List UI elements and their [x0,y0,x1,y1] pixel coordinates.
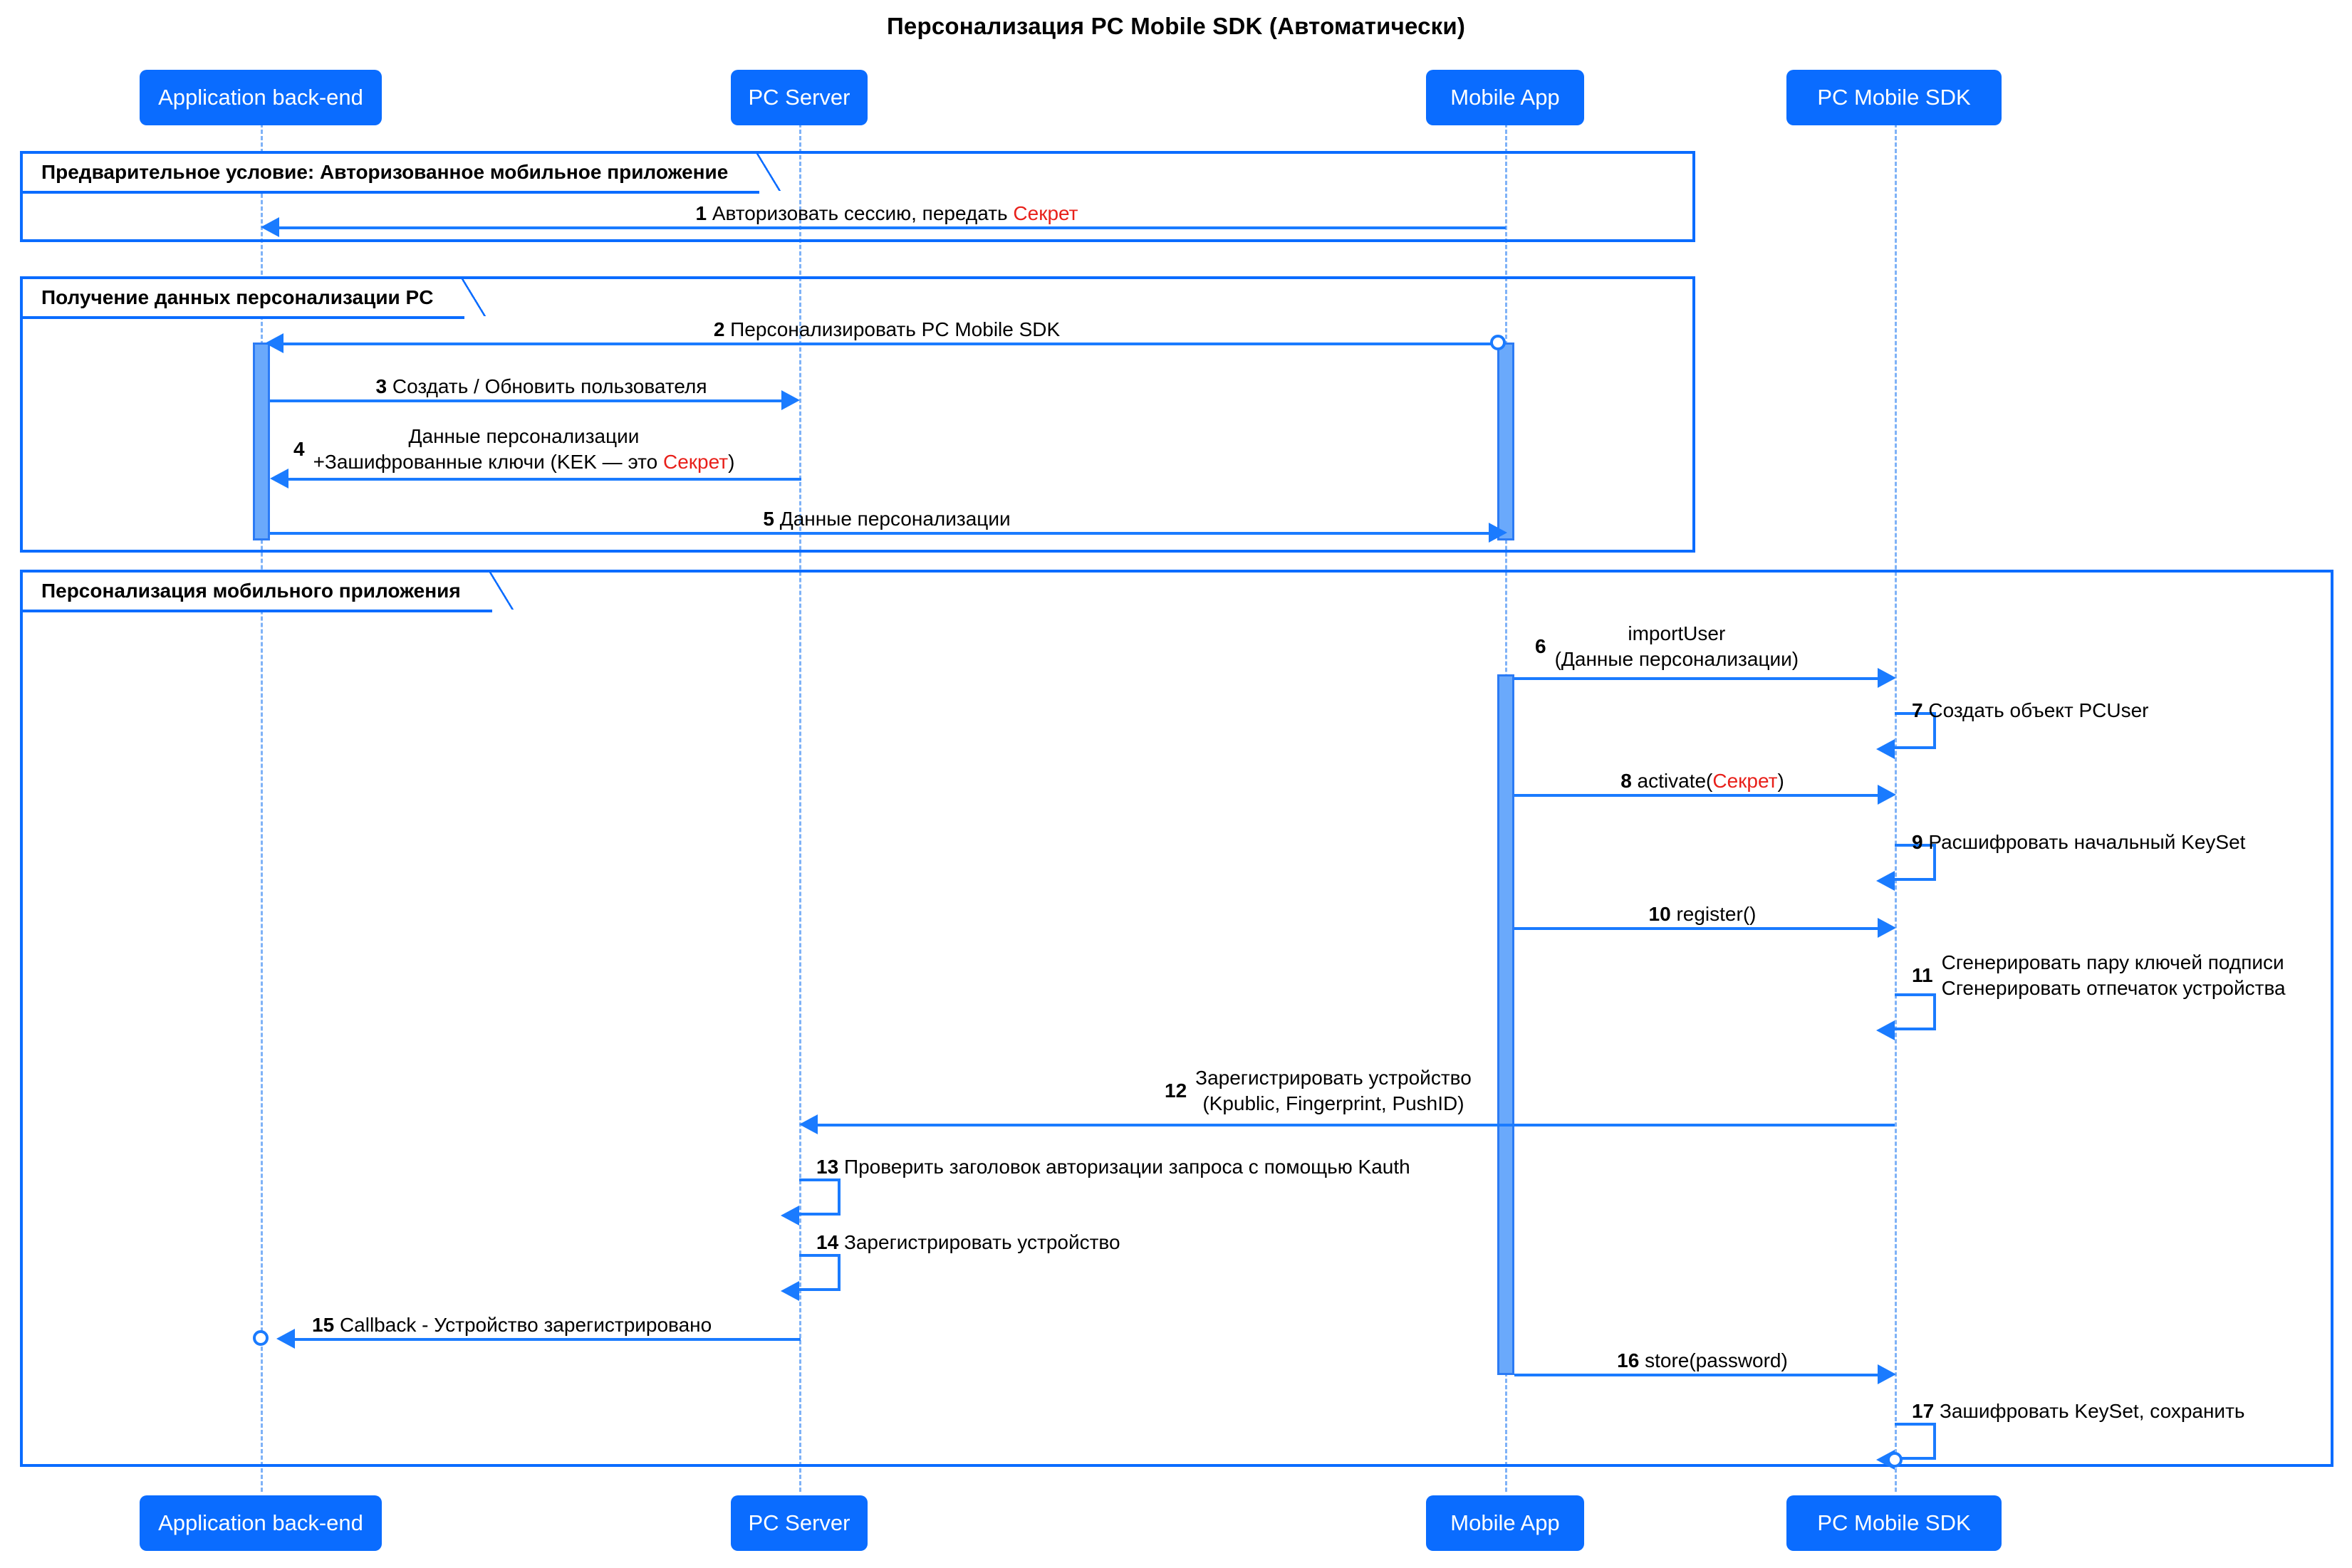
message-11-line2: Сгенерировать отпечаток устройства [1941,976,2286,999]
participant-mobileapp-top[interactable]: Mobile App [1426,70,1584,125]
message-16-arrowhead [1878,1364,1896,1384]
message-4-line1: Данные персонализации [408,425,640,447]
message-10-line [1514,927,1878,930]
participant-label: PC Server [748,85,850,110]
message-4-line2: +Зашифрованные ключи (KEK — это Секрет) [313,450,735,473]
fragment-label-precondition: Предварительное условие: Авторизованное … [23,151,781,194]
participant-label: PC Mobile SDK [1817,1510,1971,1535]
message-2-found-circle [1490,335,1506,350]
message-5-arrowhead [1489,523,1507,543]
message-10-label: 10 register() [1648,903,1757,925]
message-13-self-loop [781,1178,841,1225]
message-1-label: 1 Авторизовать сессию, передать Секрет [695,202,1078,224]
message-4-line [274,478,801,481]
message-8-line [1514,794,1878,797]
participant-mobileapp-bottom[interactable]: Mobile App [1426,1495,1584,1551]
message-11-self-loop [1876,993,1936,1040]
message-14-arrowhead [781,1281,799,1301]
message-17-self-loop [1876,1423,1936,1470]
participant-backend-top[interactable]: Application back-end [140,70,382,125]
message-4-arrowhead [270,469,288,488]
participant-label: PC Mobile SDK [1817,85,1971,110]
message-12-line2: (Kpublic, Fingerprint, PushID) [1202,1092,1464,1114]
message-2-line [269,343,1492,345]
lifeline-pcserver [799,78,801,1492]
participant-label: PC Server [748,1510,850,1535]
message-13-label: 13 Проверить заголовок авторизации запро… [816,1156,1410,1178]
participant-label: Mobile App [1450,1510,1560,1535]
message-1-arrowhead [261,217,279,237]
message-15-arrowhead [276,1329,295,1349]
message-6-line1: importUser [1628,622,1726,644]
participant-sdk-bottom[interactable]: PC Mobile SDK [1786,1495,2002,1551]
message-2-arrowhead [265,333,283,353]
message-3-label: 3 Создать / Обновить пользователя [375,375,707,397]
message-12-line [803,1124,1895,1127]
message-6-arrowhead [1878,668,1896,688]
message-5-label: 5 Данные персонализации [763,508,1011,530]
message-6-line2: (Данные персонализации) [1554,647,1799,670]
participant-backend-bottom[interactable]: Application back-end [140,1495,382,1551]
activation-mobileapp-upper [1497,343,1514,540]
fragment-precondition: Предварительное условие: Авторизованное … [20,151,1695,242]
message-3-line [270,399,781,402]
fragment-get-personalization-data: Получение данных персонализации PC [20,276,1695,553]
message-15-line [281,1338,801,1341]
participant-sdk-top[interactable]: PC Mobile SDK [1786,70,2002,125]
message-15-label: 15 Callback - Устройство зарегистрирован… [312,1314,712,1336]
message-11-label: 11 Сгенерировать пару ключей подписи Сге… [1912,950,2286,1001]
message-4-label: 4 Данные персонализации +Зашифрованные к… [293,424,734,475]
activation-mobileapp-lower [1497,674,1514,1375]
message-11-arrowhead [1876,1020,1895,1040]
participant-pcserver-top[interactable]: PC Server [731,70,868,125]
message-1-line [265,226,1506,229]
message-7-label: 7 Создать объект PCUser [1912,699,2149,721]
page-title: Персонализация PC Mobile SDK (Автоматиче… [886,13,1466,39]
message-9-self-loop [1876,844,1936,891]
message-9-arrowhead [1876,871,1895,891]
message-3-arrowhead [781,390,800,410]
message-10-arrowhead [1878,918,1896,938]
message-6-label: 6 importUser (Данные персонализации) [1535,621,1799,672]
message-11-line1: Сгенерировать пару ключей подписи [1941,951,2284,973]
message-15-lost-circle [253,1330,269,1346]
message-14-label: 14 Зарегистрировать устройство [816,1231,1120,1253]
participant-pcserver-bottom[interactable]: PC Server [731,1495,868,1551]
fragment-label-get-personalization-data: Получение данных персонализации PC [23,276,486,319]
message-17-label: 17 Зашифровать KeySet, сохранить [1912,1400,2245,1422]
message-13-arrowhead [781,1206,799,1225]
fragment-label-mobile-personalization: Персонализация мобильного приложения [23,570,514,612]
message-7-arrowhead [1876,739,1895,759]
participant-label: Application back-end [158,1510,363,1535]
message-8-label: 8 activate(Секрет) [1620,770,1784,792]
message-6-line [1514,677,1878,680]
message-8-arrowhead [1878,785,1896,805]
message-16-line [1514,1374,1878,1376]
participant-label: Mobile App [1450,85,1560,110]
lifeline-backend [261,78,263,1492]
message-12-line1: Зарегистрировать устройство [1195,1067,1472,1089]
message-7-self-loop [1876,712,1936,759]
message-9-label: 9 Расшифровать начальный KeySet [1912,831,2246,853]
message-12-label: 12 Зарегистрировать устройство (Kpublic,… [1165,1065,1472,1117]
message-16-label: 16 store(password) [1617,1349,1788,1371]
participant-label: Application back-end [158,85,363,110]
message-5-line [270,532,1489,535]
message-14-self-loop [781,1254,841,1301]
message-2-label: 2 Персонализировать PC Mobile SDK [713,318,1061,340]
activation-backend [253,343,270,540]
message-17-lost-circle [1887,1452,1903,1468]
message-12-arrowhead [799,1114,818,1134]
fragment-mobile-personalization: Персонализация мобильного приложения [20,570,2333,1467]
